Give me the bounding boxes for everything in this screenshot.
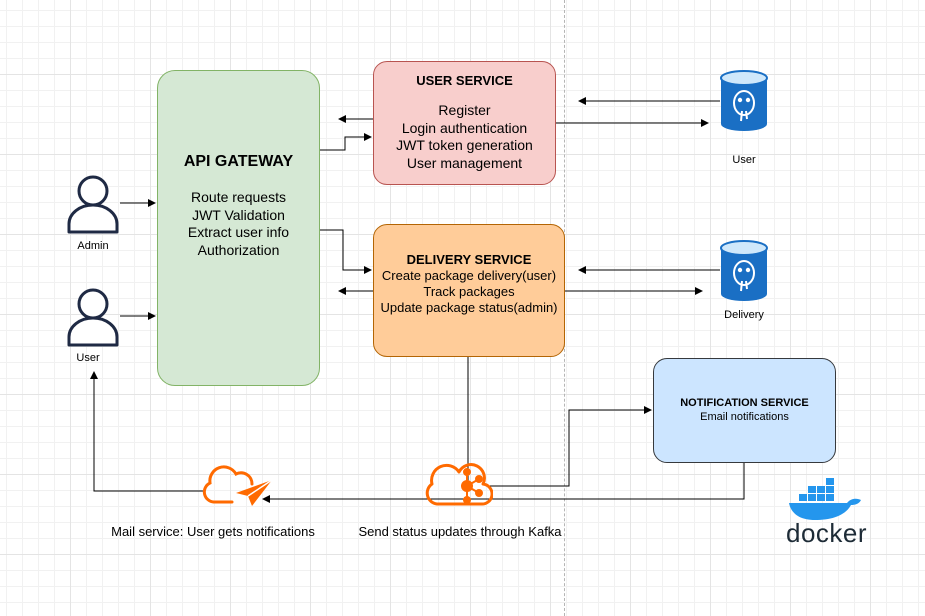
user-service-line: JWT token generation <box>396 137 533 153</box>
notification-service-title: NOTIFICATION SERVICE <box>680 397 809 409</box>
user-db-label: User <box>732 154 756 166</box>
docker-wordmark: docker <box>786 518 868 548</box>
api-gateway-line: Route requests <box>191 189 286 205</box>
api-gateway-line: Extract user info <box>187 224 290 240</box>
delivery-service-line: Update package status(admin) <box>380 300 558 315</box>
user-service-responsibilities: Register Login authentication JWT token … <box>374 102 555 172</box>
api-gateway-box[interactable]: API GATEWAY Route requests JWT Validatio… <box>157 70 320 386</box>
postgresql-icon[interactable] <box>719 70 769 132</box>
user-service-line: Login authentication <box>401 119 528 136</box>
mail-service-caption: Mail service: User gets notifications <box>111 524 315 539</box>
arrow-notification-to-mail <box>262 463 745 503</box>
delivery-service-title: DELIVERY SERVICE <box>406 252 532 267</box>
kafka-cloud-icon[interactable] <box>423 460 493 512</box>
arrow-kafka-to-notification <box>490 406 652 487</box>
user-service-line: User management <box>406 154 523 171</box>
postgresql-icon[interactable] <box>719 240 769 302</box>
delivery-db-label: Delivery <box>724 309 764 321</box>
kafka-caption: Send status updates through Kafka <box>358 524 562 539</box>
notification-service-line: Email notifications <box>700 411 789 423</box>
user-label: User <box>76 352 100 364</box>
api-gateway-line: Authorization <box>197 241 280 258</box>
notification-service-box[interactable]: NOTIFICATION SERVICE Email notifications <box>653 358 836 463</box>
api-gateway-line: JWT Validation <box>192 206 285 223</box>
user-service-line: Register <box>438 102 491 118</box>
delivery-service-responsibilities: Create package delivery(user) Track pack… <box>374 268 564 316</box>
person-icon[interactable] <box>66 287 120 347</box>
api-gateway-responsibilities: Route requests JWT Validation Extract us… <box>158 189 319 259</box>
api-gateway-title: API GATEWAY <box>183 153 294 170</box>
delivery-service-line: Create package delivery(user) <box>381 268 557 283</box>
delivery-service-box[interactable]: DELIVERY SERVICE Create package delivery… <box>373 224 565 357</box>
docker-whale-icon <box>789 478 861 520</box>
admin-label: Admin <box>77 240 109 252</box>
delivery-service-line: Track packages <box>423 284 515 299</box>
person-icon[interactable] <box>66 174 120 234</box>
arrow-gateway-to-user-service <box>320 133 372 151</box>
arrow-gateway-to-delivery-service <box>320 229 372 274</box>
notification-service-responsibilities: Email notifications <box>654 411 835 423</box>
user-service-title: USER SERVICE <box>416 73 513 88</box>
mail-cloud-icon[interactable] <box>202 460 276 510</box>
arrow-mail-to-user <box>90 371 205 492</box>
user-service-box[interactable]: USER SERVICE Register Login authenticati… <box>373 61 556 185</box>
